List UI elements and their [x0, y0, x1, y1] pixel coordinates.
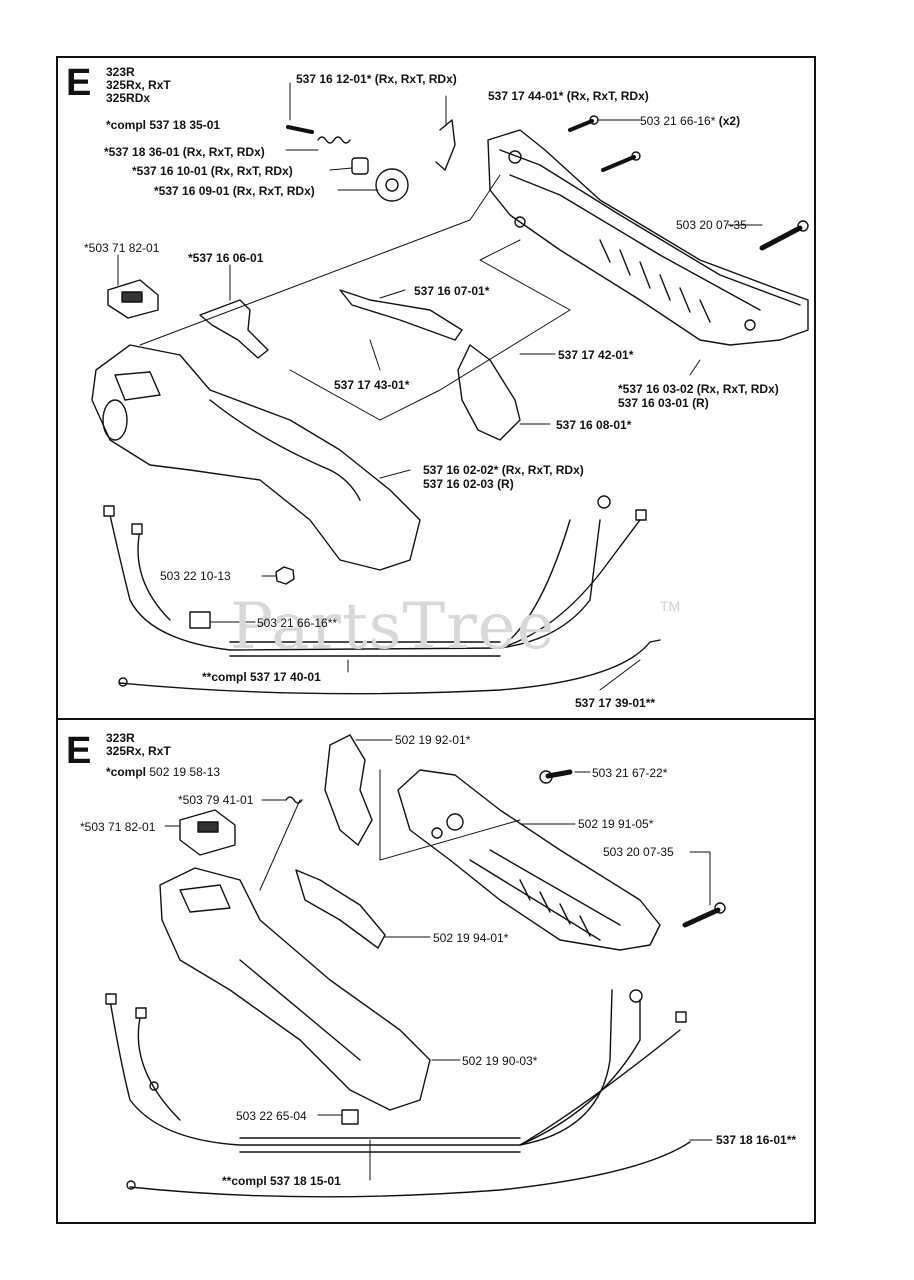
part-label: *503 79 41-01: [178, 793, 254, 807]
part-label: *537 16 10-01 (Rx, RxT, RDx): [132, 164, 293, 178]
model-item: 323R: [106, 65, 135, 79]
part-label: 503 21 66-16**: [257, 616, 338, 630]
model-item: 325Rx, RxT: [106, 744, 171, 758]
part-label: 502 19 90-03*: [462, 1054, 538, 1068]
part-label: 503 22 10-13: [160, 569, 231, 583]
bottom-leader-lines: [164, 739, 713, 1181]
top-rear-handle-housing: [487, 129, 809, 346]
part-label: **compl 537 18 15-01: [222, 1174, 341, 1188]
part-label: *503 71 82-01: [84, 241, 160, 255]
top-nut: [275, 566, 295, 585]
part-label: *537 18 36-01 (Rx, RxT, RDx): [104, 145, 265, 159]
compl-note-top: *compl 537 18 35-01: [106, 118, 221, 132]
part-label: 537 17 39-01**: [575, 696, 656, 710]
bottom-nut: [341, 1109, 359, 1125]
part-label: 502 19 94-01*: [433, 931, 509, 945]
part-label: **compl 537 17 40-01: [202, 670, 321, 684]
part-label: 503 20 07-35: [603, 845, 674, 859]
model-item: 325Rx, RxT: [106, 78, 171, 92]
part-label: 537 16 02-03 (R): [423, 477, 514, 491]
part-label: 537 17 44-01* (Rx, RxT, RDx): [488, 89, 649, 103]
section-letter-top: E: [66, 62, 92, 104]
model-item: 325RDx: [106, 91, 151, 105]
part-label: 537 16 12-01* (Rx, RxT, RDx): [296, 72, 457, 86]
bottom-screws: [539, 769, 726, 928]
top-screws: [286, 115, 809, 251]
watermark: PartsTree: [230, 590, 556, 664]
model-item: 323R: [106, 731, 135, 745]
part-label: 503 22 65-04: [236, 1109, 307, 1123]
top-lever-parts: [199, 289, 521, 441]
model-list-bottom: 323R 325Rx, RxT: [106, 732, 171, 758]
trademark-mark: TM: [660, 598, 681, 614]
part-label: 503 20 07-35: [676, 218, 747, 232]
bottom-front-handle: [159, 867, 431, 1111]
part-label: 537 16 03-01 (R): [618, 396, 709, 410]
part-label: *503 71 82-01: [80, 820, 156, 834]
bottom-cable-harness: [105, 989, 691, 1198]
part-label: 537 16 02-02* (Rx, RxT, RDx): [423, 463, 584, 477]
model-list-top: 323R 325Rx, RxT 325RDx: [106, 66, 171, 105]
compl-note-bottom: *compl 502 19 58-13: [106, 765, 221, 779]
bottom-switch: [179, 809, 236, 856]
part-label: *537 16 06-01: [188, 251, 264, 265]
part-label: 537 17 42-01*: [558, 348, 634, 362]
bottom-rear-handle: [397, 769, 661, 951]
part-label: 537 16 08-01*: [556, 418, 632, 432]
section-letter-bottom: E: [66, 730, 92, 772]
part-label: 503 21 67-22*: [592, 766, 668, 780]
top-cable-harness: [103, 495, 661, 695]
part-label: 537 16 07-01*: [414, 284, 490, 298]
top-leader-lines: [117, 82, 763, 691]
part-label: 502 19 91-05*: [578, 817, 654, 831]
top-switch: [107, 279, 159, 319]
top-front-handle: [91, 344, 421, 571]
part-label: 502 19 92-01*: [395, 733, 471, 747]
top-spring-parts: [317, 119, 456, 202]
part-label: *537 16 03-02 (Rx, RxT, RDx): [618, 382, 779, 396]
part-label: *537 16 09-01 (Rx, RxT, RDx): [154, 184, 315, 198]
part-label: 503 21 66-16* (x2): [640, 114, 741, 128]
part-label: 537 17 43-01*: [334, 378, 410, 392]
part-label: 537 18 16-01**: [716, 1133, 797, 1147]
bottom-lever-parts: [285, 734, 386, 949]
